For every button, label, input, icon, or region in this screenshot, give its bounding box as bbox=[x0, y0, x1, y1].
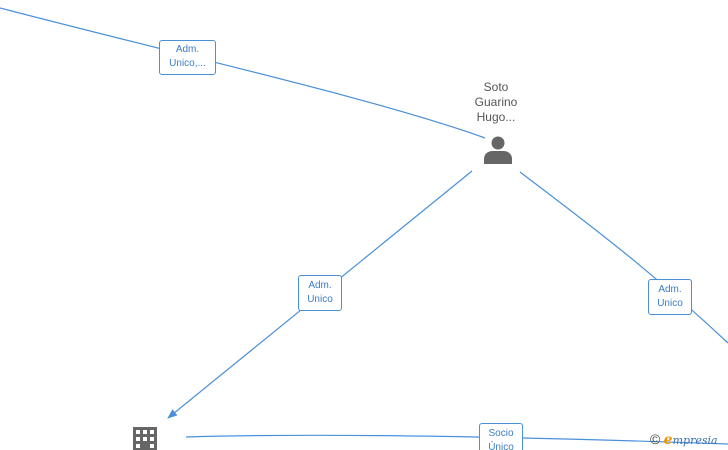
edge-label-line: Adm. bbox=[308, 280, 332, 291]
person-name-line: Hugo... bbox=[476, 110, 516, 124]
edge-label-line: Unico,... bbox=[169, 58, 206, 69]
edge-label-company-to-right[interactable]: Socio Único bbox=[479, 423, 523, 450]
edge-label-line: Adm. bbox=[658, 284, 682, 295]
brand-initial: e bbox=[663, 432, 673, 448]
person-node-name[interactable]: Soto Guarino Hugo... bbox=[456, 80, 536, 125]
copyright-symbol: © bbox=[650, 431, 661, 447]
person-name-line: Guarino bbox=[474, 95, 518, 109]
edge-company-to-right bbox=[185, 434, 728, 445]
copyright-brand: © empresia bbox=[650, 430, 728, 450]
edge-label-line: Adm. bbox=[175, 44, 200, 55]
edge-top-left bbox=[0, 7, 486, 139]
edge-person-to-right bbox=[519, 171, 728, 344]
person-icon[interactable] bbox=[482, 134, 514, 166]
brand-name: mpresia bbox=[672, 434, 718, 447]
edge-label-person-to-company[interactable]: Adm. Unico bbox=[298, 275, 342, 311]
person-name-line: Soto bbox=[483, 80, 509, 94]
edge-label-line: Unico bbox=[657, 298, 683, 309]
building-icon[interactable] bbox=[132, 426, 158, 450]
edge-label-line: Socio bbox=[488, 428, 514, 439]
edge-label-line: Único bbox=[488, 442, 514, 450]
edge-label-top-left[interactable]: Adm. Unico,... bbox=[159, 40, 216, 75]
edge-label-line: Unico bbox=[307, 294, 333, 305]
edge-label-person-to-right[interactable]: Adm. Unico bbox=[648, 279, 692, 315]
